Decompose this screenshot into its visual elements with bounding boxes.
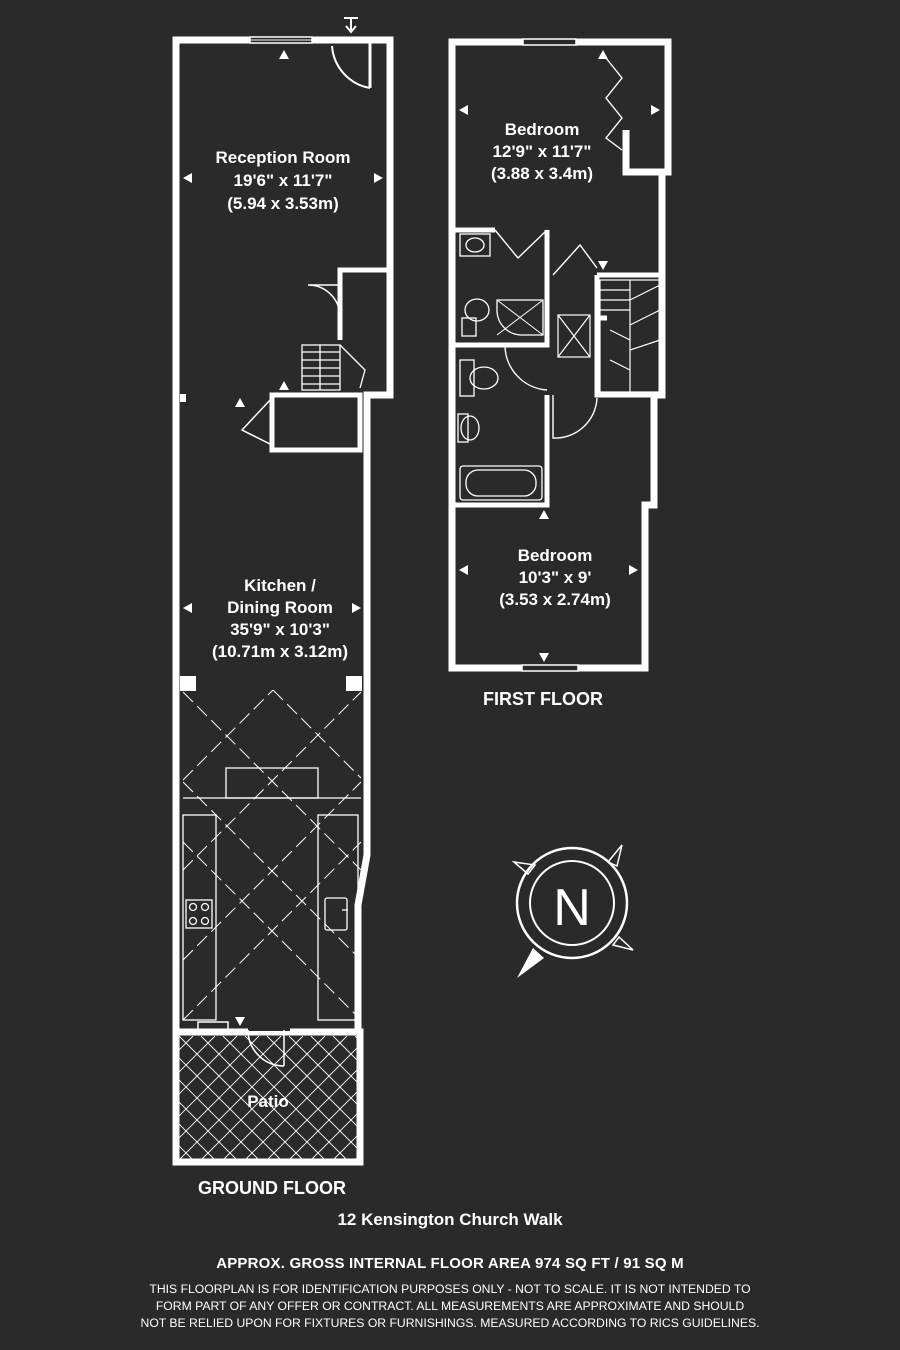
dimension-arrows-first bbox=[459, 50, 660, 662]
kitchen-skylight-lines bbox=[183, 690, 361, 1020]
disclaimer-line: NOT BE RELIED UPON FOR FIXTURES OR FURNI… bbox=[140, 1316, 760, 1330]
first-floor-doors bbox=[494, 229, 598, 439]
wardrobe bbox=[605, 57, 623, 151]
compass-letter: N bbox=[553, 879, 591, 937]
first-floor-inner-walls bbox=[452, 227, 662, 508]
kitchen-name-line2: Dining Room bbox=[227, 598, 333, 617]
compass-rose: N bbox=[511, 844, 634, 978]
first-floor-stairs bbox=[557, 279, 661, 393]
disclaimer-line: THIS FLOORPLAN IS FOR IDENTIFICATION PUR… bbox=[149, 1282, 751, 1296]
reception-window bbox=[249, 36, 313, 44]
floorplan-drawing: N Reception Room 19'6" x 11'7" (5.94 x 3… bbox=[172, 17, 672, 1198]
ground-stair-walls bbox=[269, 267, 390, 453]
reception-room-name: Reception Room bbox=[215, 148, 350, 167]
bedroom2-label: Bedroom 10'3" x 9' (3.53 x 2.74m) bbox=[499, 546, 611, 609]
kitchen-inner-door bbox=[240, 397, 273, 446]
reception-room-label: Reception Room 19'6" x 11'7" (5.94 x 3.5… bbox=[215, 148, 350, 213]
first-floor-windows bbox=[521, 38, 579, 672]
ground-stairs bbox=[301, 284, 366, 391]
bedroom2-name: Bedroom bbox=[518, 546, 593, 565]
patio-name: Patio bbox=[247, 1092, 289, 1111]
patio-tiling bbox=[177, 1036, 359, 1160]
bathroom-fixtures bbox=[457, 233, 544, 501]
kitchen-name-line1: Kitchen / bbox=[244, 576, 316, 595]
bedroom1-imperial: 12'9" x 11'7" bbox=[493, 142, 592, 161]
disclaimer: THIS FLOORPLAN IS FOR IDENTIFICATION PUR… bbox=[0, 1281, 900, 1332]
kitchen-fittings bbox=[182, 767, 361, 1021]
kitchen-pillars bbox=[180, 676, 362, 691]
first-floor-walls bbox=[448, 38, 672, 672]
ground-floor-label: GROUND FLOOR bbox=[198, 1178, 346, 1198]
first-floor-label: FIRST FLOOR bbox=[483, 689, 603, 709]
disclaimer-line: FORM PART OF ANY OFFER OR CONTRACT. ALL … bbox=[155, 1299, 745, 1313]
kitchen-imperial: 35'9" x 10'3" bbox=[230, 620, 330, 639]
floor-area-summary: APPROX. GROSS INTERNAL FLOOR AREA 974 SQ… bbox=[216, 1255, 684, 1272]
kitchen-metric: (10.71m x 3.12m) bbox=[212, 642, 348, 661]
entrance-door bbox=[331, 17, 372, 89]
bedroom2-imperial: 10'3" x 9' bbox=[519, 568, 592, 587]
bedroom1-name: Bedroom bbox=[505, 120, 580, 139]
kitchen-label: Kitchen / Dining Room 35'9" x 10'3" (10.… bbox=[212, 576, 348, 661]
bedroom1-metric: (3.88 x 3.4m) bbox=[491, 164, 593, 183]
property-address: 12 Kensington Church Walk bbox=[337, 1210, 563, 1229]
dimension-arrows-ground bbox=[183, 50, 383, 1026]
reception-room-imperial: 19'6" x 11'7" bbox=[234, 171, 333, 190]
divider-stubs bbox=[180, 394, 186, 402]
reception-room-metric: (5.94 x 3.53m) bbox=[227, 194, 339, 213]
ground-floor-walls bbox=[172, 36, 394, 1166]
patio-door bbox=[197, 1021, 290, 1067]
bedroom1-label: Bedroom 12'9" x 11'7" (3.88 x 3.4m) bbox=[491, 120, 593, 183]
bedroom2-metric: (3.53 x 2.74m) bbox=[499, 590, 611, 609]
